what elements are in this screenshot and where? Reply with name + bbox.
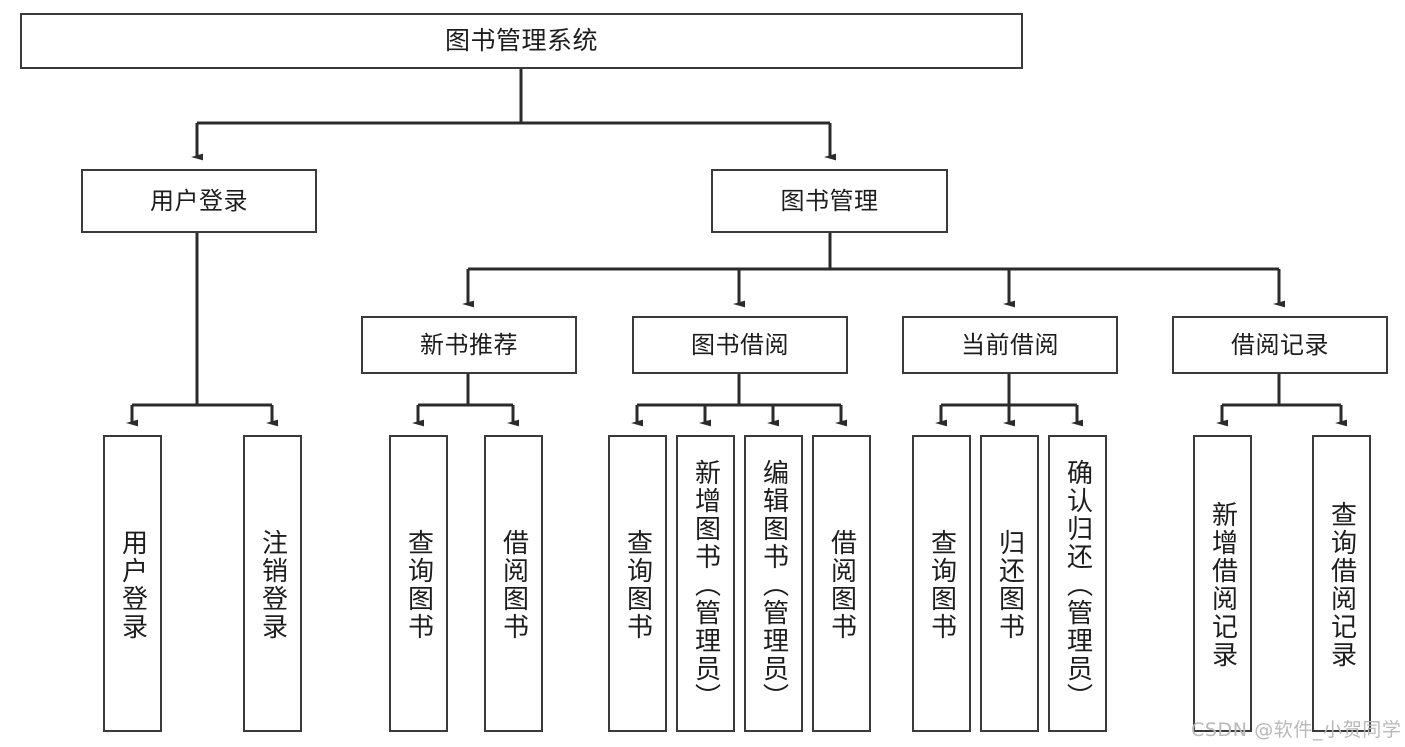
node-label: 查询图书	[403, 528, 434, 641]
node-label: 图书借阅	[691, 330, 789, 359]
leaf-borrow-edit-book-admin[interactable]: 编辑图书（管理员）	[744, 435, 803, 732]
node-label: 编辑图书（管理员）	[758, 458, 789, 711]
node-label: 注销登录	[257, 528, 288, 641]
node-book-borrow[interactable]: 图书借阅	[632, 316, 848, 374]
leaf-recommend-borrow-book[interactable]: 借阅图书	[484, 435, 543, 732]
leaf-user-login[interactable]: 用户登录	[103, 435, 162, 732]
leaf-borrow-borrow-book[interactable]: 借阅图书	[812, 435, 871, 732]
node-label: 查询借阅记录	[1326, 500, 1357, 669]
node-user-login[interactable]: 用户登录	[81, 169, 317, 233]
node-label: 查询图书	[926, 528, 957, 641]
node-label: 用户登录	[150, 186, 248, 215]
node-label: 查询图书	[622, 528, 653, 641]
node-current-borrow[interactable]: 当前借阅	[902, 316, 1118, 374]
leaf-current-query-book[interactable]: 查询图书	[912, 435, 971, 732]
leaf-current-confirm-return-admin[interactable]: 确认归还（管理员）	[1048, 435, 1107, 732]
node-label: 借阅图书	[498, 528, 529, 641]
node-label: 新增借阅记录	[1207, 500, 1238, 669]
csdn-watermark: CSDN @软件_小贺同学	[1191, 719, 1402, 741]
node-label: 借阅记录	[1231, 330, 1329, 359]
node-label: 确认归还（管理员）	[1062, 458, 1093, 711]
leaf-record-add-record[interactable]: 新增借阅记录	[1193, 435, 1252, 732]
node-label: 用户登录	[117, 528, 148, 641]
leaf-current-return-book[interactable]: 归还图书	[980, 435, 1039, 732]
leaf-user-logout[interactable]: 注销登录	[243, 435, 302, 732]
node-label: 当前借阅	[961, 330, 1059, 359]
node-book-management[interactable]: 图书管理	[711, 169, 948, 233]
node-borrow-record[interactable]: 借阅记录	[1172, 316, 1388, 374]
leaf-borrow-query-book[interactable]: 查询图书	[608, 435, 667, 732]
node-label: 新增图书（管理员）	[690, 458, 721, 711]
node-label: 借阅图书	[826, 528, 857, 641]
leaf-record-query-record[interactable]: 查询借阅记录	[1312, 435, 1371, 732]
node-label: 归还图书	[994, 528, 1025, 641]
node-root-system[interactable]: 图书管理系统	[20, 13, 1023, 69]
leaf-borrow-add-book-admin[interactable]: 新增图书（管理员）	[676, 435, 735, 732]
node-new-book-recommend[interactable]: 新书推荐	[361, 316, 577, 374]
node-label: 图书管理	[780, 186, 879, 215]
node-label: 新书推荐	[420, 330, 518, 359]
node-label: 图书管理系统	[444, 26, 598, 56]
leaf-recommend-query-book[interactable]: 查询图书	[389, 435, 448, 732]
